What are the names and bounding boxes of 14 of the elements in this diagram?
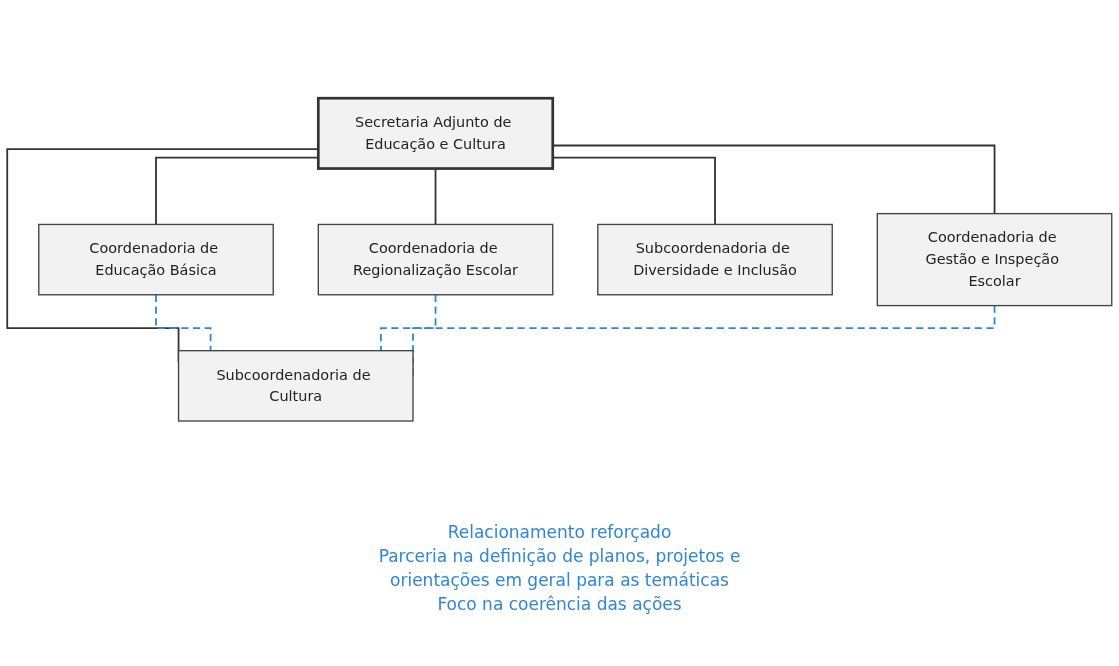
connector <box>434 168 437 226</box>
node-box: Secretaria Adjunto de Educação e Cultura <box>316 97 555 171</box>
note-text: Relacionamento reforçado Parceria na definição de planos, projetos e orientações em geral para as temáticas Foco na coerência das ações <box>378 521 741 616</box>
label: Foco na coerência das ações <box>437 594 682 614</box>
label: Parceria na definição de planos, projetos e <box>378 546 741 566</box>
node-box: Subcoordenadoria de Cultura <box>177 350 414 423</box>
node-box: Coordenadoria de Educação Básica <box>38 224 274 296</box>
label: orientações em geral para as temáticas <box>390 570 729 590</box>
node-box: Subcoordenadoria de Diversidade e Inclusão <box>597 224 833 296</box>
node-box: Coordenadoria de Gestão e Inspeção Escolar <box>876 213 1113 307</box>
connector <box>380 294 437 352</box>
node-box: Coordenadoria de Regionalização Escolar <box>317 224 554 296</box>
label: Relacionamento reforçado <box>447 522 672 542</box>
connector <box>155 294 212 352</box>
